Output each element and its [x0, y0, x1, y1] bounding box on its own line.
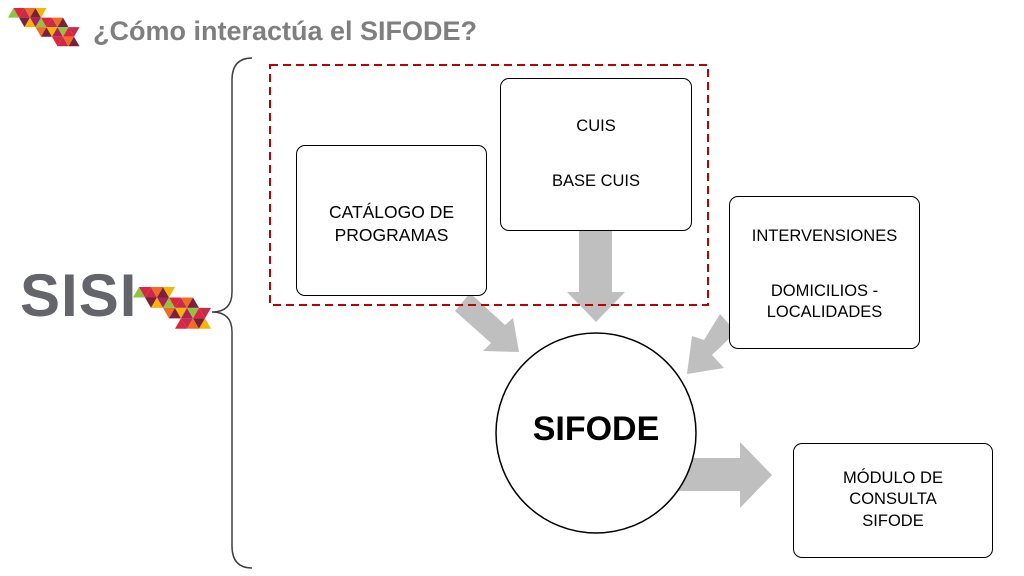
- logo-triangle: [199, 307, 211, 319]
- logo-triangle: [163, 287, 175, 298]
- logo-triangle: [35, 27, 47, 37]
- box-cuis: CUIS BASE CUIS: [500, 78, 692, 231]
- logo-triangle: [175, 318, 187, 329]
- logo-triangle: [41, 27, 52, 37]
- logo-triangle: [169, 307, 181, 319]
- logo-triangle: [151, 297, 163, 308]
- logo-triangle: [199, 318, 211, 329]
- logo-triangle: [145, 287, 157, 298]
- logo-triangle: [193, 318, 205, 329]
- logo-triangle: [151, 287, 163, 298]
- logo-triangle: [139, 287, 151, 298]
- dashed-frame: [269, 64, 709, 306]
- logo-triangle: [30, 8, 41, 18]
- sifode-circle: [495, 332, 697, 534]
- logo-triangle: [181, 297, 193, 308]
- logo-triangle: [187, 307, 199, 319]
- logo-triangle: [46, 27, 58, 37]
- base-cuis-label: BASE CUIS: [551, 172, 641, 190]
- arrow-catalogo-to-sifode: [455, 293, 519, 352]
- logo-triangle: [133, 287, 145, 298]
- logo-triangle: [52, 27, 63, 37]
- logo-triangle: [157, 287, 169, 298]
- logo-triangle: [41, 17, 52, 28]
- logo-triangle: [24, 17, 36, 28]
- logo-triangle: [187, 318, 199, 329]
- logo-triangle: [30, 17, 41, 28]
- logo-triangle: [68, 27, 80, 37]
- logo-triangle: [46, 17, 58, 28]
- logo-triangle: [24, 8, 36, 18]
- logo-triangle: [145, 297, 157, 308]
- logo-triangle: [35, 8, 47, 18]
- logo-triangle: [169, 297, 181, 308]
- logo-triangle: [175, 307, 187, 319]
- logo-triangle: [175, 297, 187, 308]
- catalogo-label: CATÁLOGO DE PROGRAMAS: [328, 202, 455, 245]
- box-modulo-consulta: MÓDULO DE CONSULTA SIFODE: [793, 443, 993, 558]
- sifode-label: SIFODE: [532, 410, 660, 448]
- box-intervensiones: INTERVENSIONES DOMICILIOS - LOCALIDADES: [729, 196, 920, 349]
- logo-triangle: [163, 297, 175, 308]
- sisi-logo-text: SISI: [20, 262, 138, 329]
- box-catalogo-programas: CATÁLOGO DE PROGRAMAS: [296, 145, 487, 296]
- logo-triangle: [19, 17, 30, 28]
- logo-triangle: [68, 36, 80, 47]
- domicilios-localidades-label: DOMICILIOS - LOCALIDADES: [766, 282, 883, 322]
- logo-triangle: [181, 307, 193, 319]
- curly-brace: [211, 57, 253, 569]
- slide-title: ¿Cómo interactúa el SIFODE?: [93, 16, 478, 46]
- logo-triangle: [57, 27, 69, 37]
- logo-triangle: [35, 17, 47, 28]
- logo-triangle: [163, 307, 175, 319]
- logo-triangle: [63, 36, 74, 47]
- logo-triangle: [52, 17, 63, 28]
- logo-triangle: [193, 307, 205, 319]
- logo-triangle: [57, 17, 69, 28]
- logo-triangle: [52, 36, 63, 47]
- cuis-label: CUIS: [576, 117, 616, 135]
- logo-triangle: [187, 297, 199, 308]
- logo-triangle: [181, 318, 193, 329]
- modulo-label: MÓDULO DE CONSULTA SIFODE: [843, 469, 943, 530]
- logo-triangle: [57, 36, 69, 47]
- arrow-intervensiones-to-sifode: [687, 314, 736, 374]
- logo-triangle: [157, 297, 169, 308]
- logo-triangle: [8, 8, 19, 18]
- intervensiones-label: INTERVENSIONES: [751, 227, 898, 245]
- arrow-cuis-to-sifode: [567, 230, 625, 322]
- logo-triangle: [19, 8, 30, 18]
- logo-triangle: [63, 27, 74, 37]
- logo-triangle: [13, 8, 25, 18]
